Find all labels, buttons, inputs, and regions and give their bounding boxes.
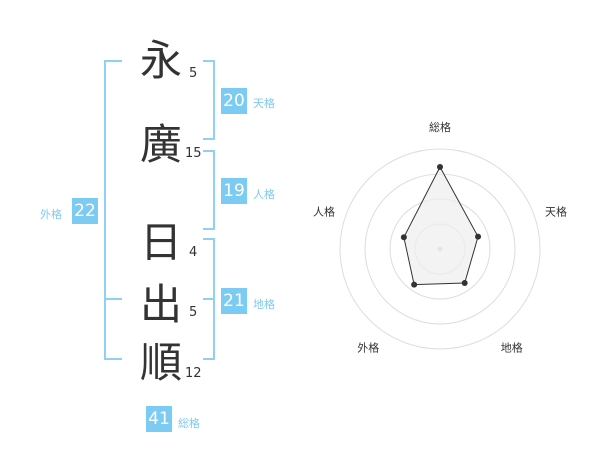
kanji-3: 日 [140, 218, 183, 267]
gaikaku-score-badge: 22 [72, 198, 98, 224]
chikaku-bracket-tick [203, 298, 215, 300]
jinkaku-score-badge: 19 [221, 178, 247, 204]
radar-point-2 [475, 233, 482, 240]
stroke-count-4: 5 [189, 305, 198, 320]
radar-shape [403, 165, 479, 286]
jinkaku-label: 人格 [253, 188, 275, 201]
jinkaku-bracket [203, 150, 215, 230]
stroke-count-5: 12 [185, 366, 202, 381]
radar-axis-label-5: 人格 [313, 204, 335, 218]
soukaku-score-badge: 41 [146, 406, 172, 432]
tenkaku-label: 天格 [253, 97, 275, 110]
stroke-count-1: 5 [189, 66, 198, 81]
radar-point-3 [461, 279, 468, 286]
gaikaku-bracket [104, 60, 122, 360]
kanji-5: 順 [140, 338, 183, 387]
radar-axis-label-1: 総格 [429, 120, 451, 134]
tenkaku-score-badge: 20 [221, 88, 247, 114]
stroke-count-3: 4 [189, 245, 198, 260]
stroke-count-2: 15 [185, 146, 202, 161]
kanji-2: 廣 [140, 120, 183, 169]
radar-axis-label-3: 地格 [501, 341, 523, 355]
kanji-1: 永 [140, 36, 183, 85]
radar-point-4 [411, 281, 418, 288]
radar-point-5 [400, 234, 407, 241]
radar-point-1 [437, 164, 443, 170]
radar-points [400, 164, 482, 288]
radar-axis-label-4: 外格 [357, 341, 379, 355]
radar-axis-label-2: 天格 [545, 204, 567, 218]
soukaku-label: 総格 [178, 417, 200, 430]
chikaku-score-badge: 21 [221, 288, 247, 314]
gaikaku-label: 外格 [40, 208, 62, 221]
chikaku-label: 地格 [253, 298, 275, 311]
radar-grid-ring-4 [339, 148, 541, 350]
tenkaku-bracket [203, 60, 215, 140]
gaikaku-bracket-tick [104, 298, 122, 300]
kanji-4: 出 [140, 280, 183, 329]
